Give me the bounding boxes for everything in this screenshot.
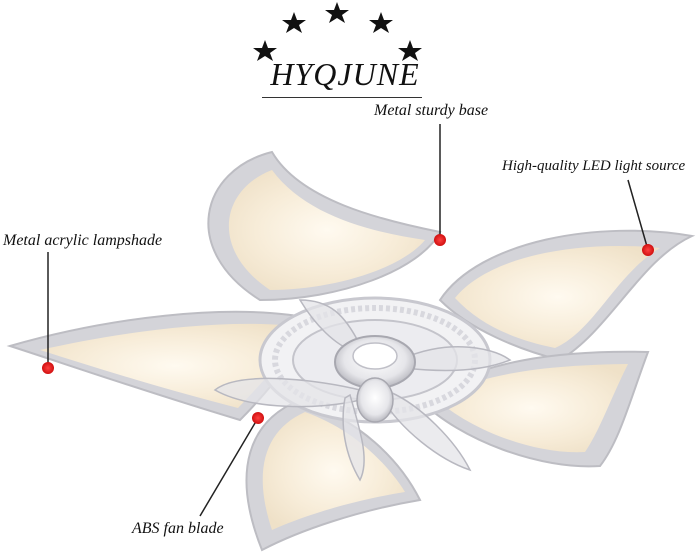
callout-label-blade: ABS fan blade: [132, 520, 224, 537]
central-hub: [334, 335, 416, 423]
brand-logo-text: HYQJUNE: [270, 56, 420, 92]
star-icon: [398, 40, 422, 61]
petal-right: [438, 229, 696, 362]
fan-blades: [213, 299, 512, 482]
brand-stars: [253, 2, 422, 61]
star-icon: [282, 12, 306, 33]
star-icon: [325, 2, 349, 23]
callout-label-base: Metal sturdy base: [374, 102, 489, 119]
callout-label-led: High-quality LED light source: [502, 158, 686, 174]
brand-underline: [262, 97, 422, 98]
callout-label-shade: Metal acrylic lampshade: [3, 232, 163, 249]
callout-markers: [42, 234, 654, 424]
petal-top: [207, 150, 442, 302]
callout-lines: [47, 124, 649, 517]
star-icon: [369, 12, 393, 33]
star-icon: [253, 40, 277, 61]
petal-bottom: [245, 398, 422, 552]
